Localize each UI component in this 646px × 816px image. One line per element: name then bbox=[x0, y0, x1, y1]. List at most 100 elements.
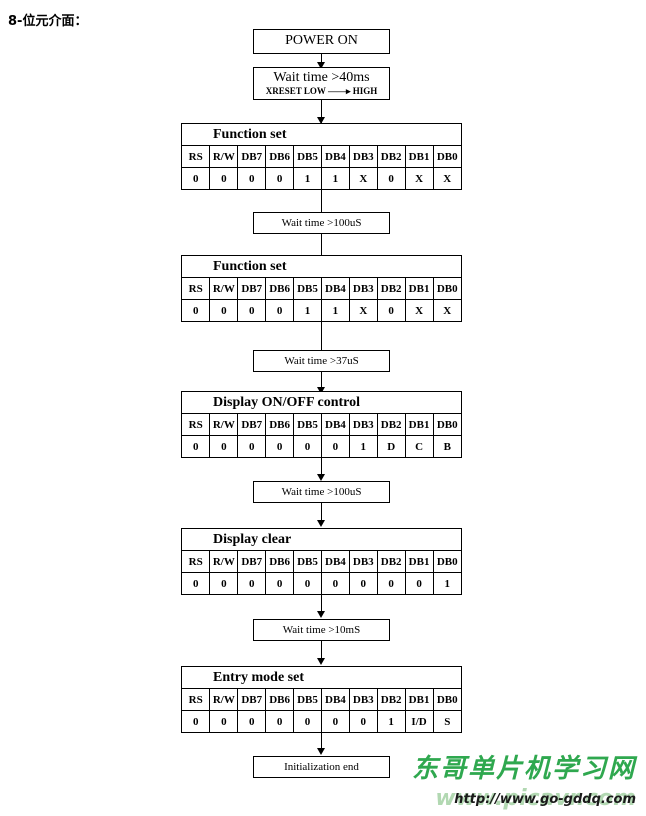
bit-value-cell: X bbox=[432, 299, 461, 321]
bit-value-cell: 0 bbox=[237, 167, 266, 189]
bit-header-cell: R/W bbox=[209, 414, 238, 436]
bit-value-cell: 1 bbox=[432, 572, 461, 594]
command-title: Display ON/OFF control bbox=[182, 392, 461, 414]
bit-header-cell: DB3 bbox=[348, 278, 378, 300]
bit-header-cell: DB0 bbox=[432, 414, 461, 436]
bit-header-cell: DB1 bbox=[404, 689, 434, 711]
command-title: Function set bbox=[182, 124, 461, 146]
bit-header-cell: RS bbox=[182, 689, 210, 711]
bit-value-cell: 0 bbox=[376, 572, 406, 594]
bit-header-cell: DB0 bbox=[432, 278, 461, 300]
flow-connector bbox=[321, 503, 322, 525]
bit-header-cell: DB6 bbox=[265, 414, 294, 436]
bit-header-cell: RS bbox=[182, 278, 210, 300]
bit-header-cell: DB1 bbox=[404, 146, 434, 168]
init-end-box: Initialization end bbox=[253, 756, 390, 778]
bit-value-cell: 0 bbox=[348, 572, 378, 594]
bit-header-cell: RS bbox=[182, 414, 210, 436]
bit-value-cell: 0 bbox=[293, 435, 322, 457]
flow-connector bbox=[321, 594, 322, 616]
bit-header-cell: DB6 bbox=[265, 146, 294, 168]
bit-header-cell: R/W bbox=[209, 689, 238, 711]
bit-header-cell: DB5 bbox=[293, 278, 322, 300]
wait-40ms-label: Wait time >40ms bbox=[273, 70, 370, 85]
bit-value-cell: C bbox=[404, 435, 434, 457]
wait-box: Wait time >100uS bbox=[253, 481, 390, 503]
bit-value-cell: 0 bbox=[265, 167, 294, 189]
bit-value-cell: 0 bbox=[320, 710, 350, 732]
bit-value-cell: 0 bbox=[192, 715, 199, 728]
bit-value-cell: 0 bbox=[265, 435, 294, 457]
bit-value-cell: 0 bbox=[209, 572, 238, 594]
bit-value-cell: 0 bbox=[265, 299, 294, 321]
flow-connector bbox=[321, 322, 322, 366]
bit-header-cell: DB6 bbox=[265, 689, 294, 711]
watermark-chinese: 东哥单片机学习网 bbox=[411, 754, 636, 784]
bit-value-cell: X bbox=[404, 299, 434, 321]
bit-header-cell: DB7 bbox=[237, 146, 266, 168]
watermark-pinyin: www.picavr.com bbox=[435, 786, 636, 811]
bit-value-cell: 0 bbox=[293, 710, 322, 732]
bit-value-cell: 0 bbox=[209, 167, 238, 189]
bit-header-cell: DB3 bbox=[348, 146, 378, 168]
wait-label: Wait time >100uS bbox=[281, 486, 362, 498]
power-on-label: POWER ON bbox=[285, 33, 358, 48]
bit-header-cell: DB5 bbox=[293, 146, 322, 168]
bit-header-cell: DB3 bbox=[348, 689, 378, 711]
arrow-down-icon bbox=[317, 611, 325, 618]
bit-header-cell: DB5 bbox=[293, 689, 322, 711]
bit-header-cell: RS bbox=[182, 551, 210, 573]
bit-value-cell: 0 bbox=[265, 572, 294, 594]
bit-header-cell: DB3 bbox=[348, 414, 378, 436]
watermark-url: http://www.go-gddq.com bbox=[454, 792, 636, 807]
bit-header-cell: DB1 bbox=[404, 414, 434, 436]
bit-header-cell: DB2 bbox=[376, 689, 406, 711]
command-title: Entry mode set bbox=[182, 667, 461, 689]
wait-40ms-box: Wait time >40ms XRESET LOW ——▸ HIGH bbox=[253, 67, 390, 100]
bit-header-cell: DB4 bbox=[320, 146, 350, 168]
power-on-box: POWER ON bbox=[253, 29, 390, 54]
bit-value-cell: 0 bbox=[192, 440, 199, 453]
bit-value-cell: 0 bbox=[237, 299, 266, 321]
bit-header-cell: DB1 bbox=[404, 551, 434, 573]
bit-value-cell: X bbox=[348, 167, 378, 189]
bit-value-cell: 0 bbox=[320, 572, 350, 594]
bit-header-cell: DB7 bbox=[237, 689, 266, 711]
bit-header-cell: DB2 bbox=[376, 146, 406, 168]
bit-value-cell: X bbox=[404, 167, 434, 189]
bit-value-cell: 0 bbox=[348, 710, 378, 732]
arrow-down-icon bbox=[317, 520, 325, 527]
bit-header-cell: DB4 bbox=[320, 689, 350, 711]
bit-value-cell: 0 bbox=[404, 572, 434, 594]
bit-value-cell: 0 bbox=[293, 572, 322, 594]
bit-value-cell: D bbox=[376, 435, 406, 457]
bit-value-cell: 0 bbox=[209, 435, 238, 457]
bit-value-cell: 1 bbox=[320, 299, 350, 321]
bit-header-cell: R/W bbox=[209, 551, 238, 573]
bit-header-cell: DB2 bbox=[376, 414, 406, 436]
arrow-down-icon bbox=[317, 658, 325, 665]
flow-connector bbox=[321, 733, 322, 753]
flow-connector bbox=[321, 53, 322, 67]
bit-header-cell: DB2 bbox=[376, 551, 406, 573]
init-end-label: Initialization end bbox=[284, 761, 359, 773]
bit-value-cell: 0 bbox=[320, 435, 350, 457]
bit-value-cell: 0 bbox=[265, 710, 294, 732]
bit-header-cell: DB5 bbox=[293, 551, 322, 573]
bit-header-cell: DB0 bbox=[432, 551, 461, 573]
bit-header-cell: RS bbox=[182, 146, 210, 168]
